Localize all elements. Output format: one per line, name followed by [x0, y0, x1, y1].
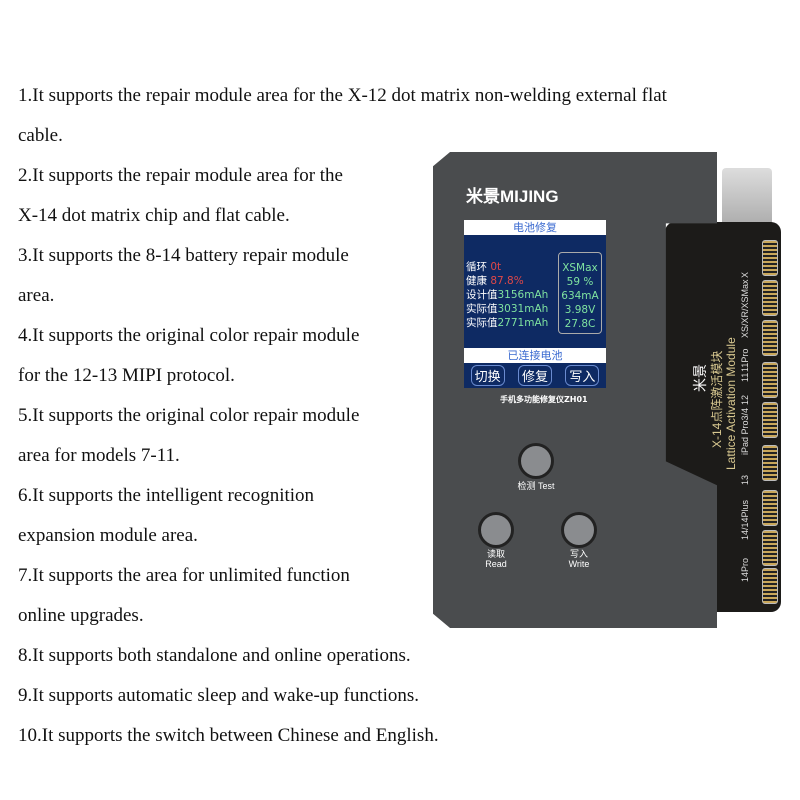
- feature-line: 3.It supports the 8-14 battery repair mo…: [18, 245, 349, 266]
- feature-line: area.: [18, 285, 55, 306]
- row-value: 3156mAh: [497, 289, 549, 301]
- feature-line: 2.It supports the repair module area for…: [18, 165, 343, 186]
- row-value: 0t: [490, 261, 502, 273]
- slot-label: XS/XR/XSMax: [740, 279, 750, 338]
- feature-line: 10.It supports the switch between Chines…: [18, 725, 439, 746]
- connector: [762, 280, 778, 316]
- connector: [762, 568, 778, 604]
- connector: [762, 402, 778, 438]
- feature-list: 1.It supports the repair module area for…: [18, 76, 778, 756]
- write-hw-button[interactable]: [561, 512, 597, 548]
- feature-line: 1.It supports the repair module area for…: [18, 85, 667, 106]
- connection-status: 已连接电池: [464, 348, 606, 363]
- feature-line: online upgrades.: [18, 605, 144, 626]
- connector: [762, 320, 778, 356]
- brand-logo: 米景MIJING: [466, 187, 559, 206]
- battery-current: 634mA: [561, 290, 599, 302]
- test-hw-button[interactable]: [518, 443, 554, 479]
- feature-line: 5.It supports the original color repair …: [18, 405, 360, 426]
- slot-label: 13: [740, 474, 750, 485]
- connector: [762, 490, 778, 526]
- feature-line: X-14 dot matrix chip and flat cable.: [18, 205, 290, 226]
- connector: [762, 530, 778, 566]
- slot-label: X: [740, 271, 750, 278]
- connector: [762, 362, 778, 398]
- device-screen: 电池修复 循环 0t 健康 87.8% 设计值3156mAh 实际值3031mA…: [464, 220, 606, 388]
- battery-voltage: 3.98V: [564, 304, 596, 316]
- model-label: 手机多功能修复仪ZH01: [500, 395, 588, 404]
- row-value: 87.8%: [490, 275, 524, 287]
- slot-label: 11Pro: [740, 348, 750, 372]
- module-title-en: Lattice Activation Module: [724, 337, 738, 470]
- feature-line: 8.It supports both standalone and online…: [18, 645, 411, 666]
- connector: [762, 445, 778, 481]
- test-label: 检测 Test: [517, 481, 555, 491]
- battery-model: XSMax: [562, 262, 598, 274]
- usb-port: [722, 168, 772, 228]
- module-brand: 米景: [692, 364, 708, 392]
- row-label: 实际值: [466, 303, 498, 315]
- write-label: 写入 Write: [568, 549, 590, 569]
- connector: [762, 240, 778, 276]
- row-label: 实际值: [466, 317, 498, 329]
- battery-percent: 59 %: [566, 276, 594, 288]
- feature-line: for the 12-13 MIPI protocol.: [18, 365, 235, 386]
- screen-title: 电池修复: [464, 220, 606, 235]
- feature-line: 9.It supports automatic sleep and wake-u…: [18, 685, 420, 706]
- slot-label: iPad Pro3/4: [740, 407, 750, 455]
- read-hw-button[interactable]: [478, 512, 514, 548]
- row-value: 3031mAh: [497, 303, 549, 315]
- switch-button[interactable]: 切换: [470, 365, 505, 386]
- slot-label: 14/14Plus: [740, 499, 750, 540]
- repair-button[interactable]: 修复: [517, 365, 552, 386]
- slot-label: 12: [740, 394, 750, 405]
- feature-line: 6.It supports the intelligent recognitio…: [18, 485, 315, 506]
- module-title: X-14点阵激活模块: [710, 350, 724, 448]
- row-value: 2771mAh: [497, 317, 549, 329]
- row-label: 健康: [466, 275, 487, 287]
- feature-line: cable.: [18, 125, 63, 146]
- battery-panel: XSMax 59 % 634mA 3.98V 27.8C: [558, 252, 602, 334]
- battery-temp: 27.8C: [564, 318, 596, 330]
- row-label: 设计值: [466, 289, 498, 301]
- slot-label: 14Pro: [740, 557, 750, 582]
- slot-label: 11: [740, 372, 750, 382]
- feature-line: area for models 7-11.: [18, 445, 180, 466]
- write-button[interactable]: 写入: [565, 365, 600, 386]
- feature-line: 7.It supports the area for unlimited fun…: [18, 565, 350, 586]
- row-label: 循环: [466, 261, 487, 273]
- feature-line: expansion module area.: [18, 525, 198, 546]
- read-label: 读取 Read: [485, 549, 507, 569]
- feature-line: 4.It supports the original color repair …: [18, 325, 360, 346]
